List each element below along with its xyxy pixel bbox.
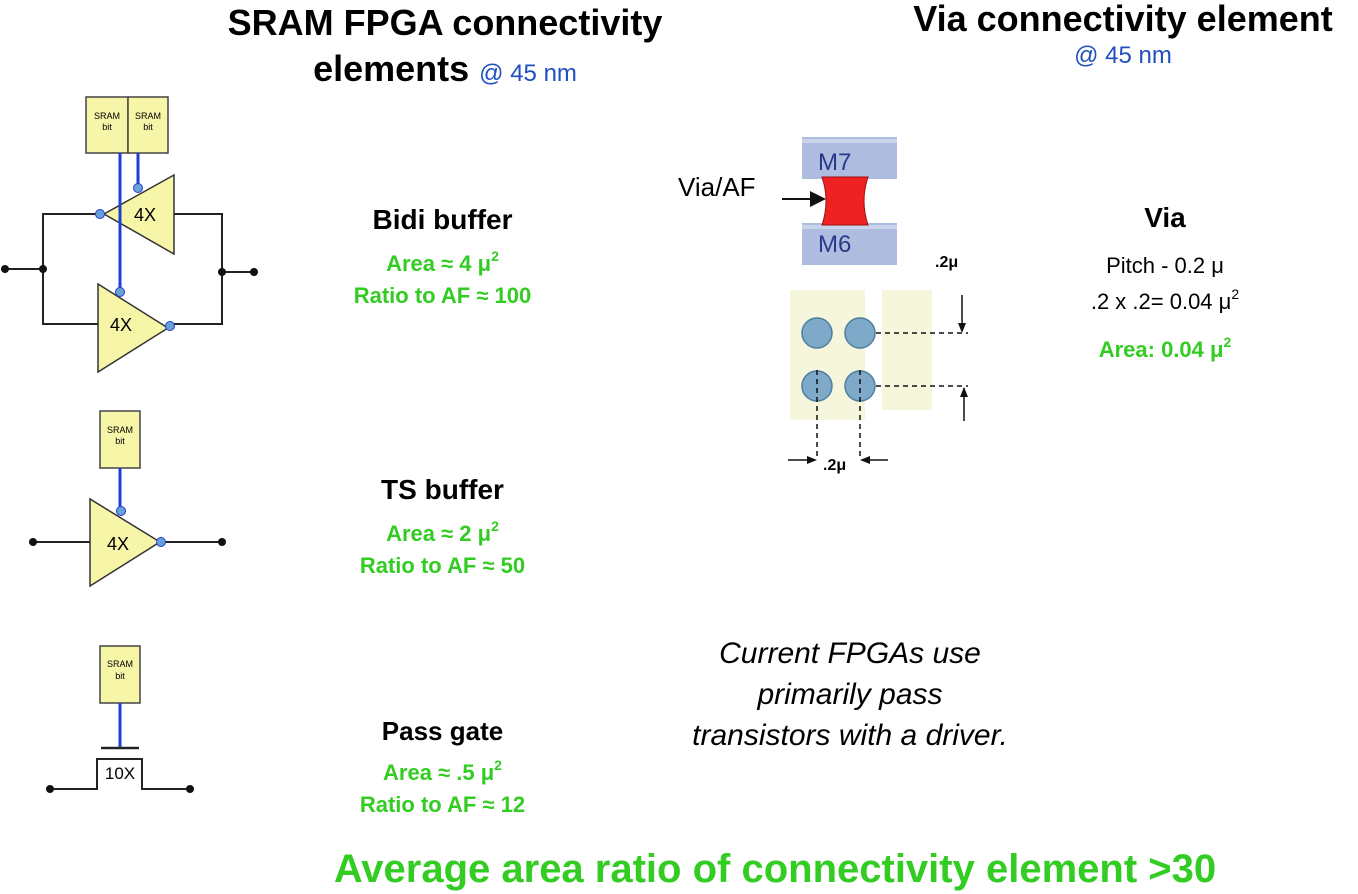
bidi-buffer-ratio: Ratio to AF ≈ 100 <box>353 283 532 308</box>
pass-gate-ratio: Ratio to AF ≈ 12 <box>359 792 526 817</box>
left-title-line2-wrap: elements @ 45 nm <box>170 46 720 97</box>
via-calc-line: .2 x .2= 0.04 μ2 <box>1040 280 1290 316</box>
ts-buffer-diagram: SRAM bit 4X <box>29 410 226 588</box>
right-title-sub: @ 45 nm <box>1074 42 1172 69</box>
via-af-label: Via/AF <box>678 172 756 202</box>
pass-gate-text: Pass gate Area ≈ .5 μ2 Ratio to AF ≈ 12 <box>300 713 585 821</box>
sram-bit-1-label: SRAM <box>94 111 120 121</box>
right-title-line1: Via connectivity element <box>913 0 1333 39</box>
metal-m7-label: M7 <box>818 149 851 176</box>
via-area: Area: 0.04 μ <box>1098 337 1224 362</box>
ts-buffer-area-line: Area ≈ 2 μ2 <box>300 510 585 550</box>
via-dim-horizontal: .2μ <box>823 457 846 474</box>
bidi-buffer-name: Bidi buffer <box>372 204 513 235</box>
via-circle-2 <box>844 317 876 349</box>
bidi-buffer-area: Area ≈ 4 μ <box>386 251 492 276</box>
left-title-line2: elements <box>313 48 470 89</box>
left-title-line1: SRAM FPGA connectivity <box>227 2 663 43</box>
right-title: Via connectivity element @ 45 nm <box>858 0 1358 70</box>
via-dim-vertical: .2μ <box>935 254 958 271</box>
via-circle-4 <box>844 370 876 402</box>
buffer-4x-upper <box>102 173 175 256</box>
via-text: Via Pitch - 0.2 μ .2 x .2= 0.04 μ2 Area:… <box>1040 198 1290 366</box>
pass-gate-area-line: Area ≈ .5 μ2 <box>300 749 585 789</box>
buffer-4x-ts <box>89 497 162 588</box>
via-diagram: M7 M6 .2μ .2μ <box>782 137 968 474</box>
via-circle-1 <box>801 317 833 349</box>
pass-gate-diagram: SRAM bit 10X <box>46 645 194 793</box>
via-circle-3 <box>801 370 833 402</box>
via-plug <box>821 176 869 226</box>
buffer-4x-lower-label: 4X <box>110 315 132 335</box>
via-area-line: Area: 0.04 μ2 <box>1040 326 1290 366</box>
bidi-buffer-diagram: SRAM bit SRAM bit 4X 4X <box>1 96 258 374</box>
sram-bit-ts-sublabel: bit <box>115 436 125 446</box>
bidi-buffer-area-line: Area ≈ 4 μ2 <box>300 240 585 280</box>
sram-bit-ts-label: SRAM <box>107 425 133 435</box>
sram-bit-2 <box>127 96 169 154</box>
via-arrow-icon <box>810 191 826 207</box>
sram-bit-2-label: SRAM <box>135 111 161 121</box>
sram-bit-2-sublabel: bit <box>143 122 153 132</box>
metal-m7 <box>802 137 897 179</box>
note-text: Current FPGAs use primarily pass transis… <box>620 633 1080 756</box>
pass-superscript: 2 <box>494 757 502 773</box>
footer-text: Average area ratio of connectivity eleme… <box>333 847 1217 891</box>
metal-m6 <box>802 223 897 265</box>
buffer-4x-ts-label: 4X <box>107 534 129 554</box>
left-title: SRAM FPGA connectivity elements @ 45 nm <box>170 0 720 97</box>
pass-gate-10x-label: 10X <box>105 764 135 783</box>
circuit-diagrams: SRAM bit SRAM bit 4X 4X SRAM bit 4X <box>1 96 258 793</box>
via-calc-superscript: 2 <box>1231 286 1240 302</box>
via-name: Via <box>1144 202 1186 233</box>
sram-bit-pass-sublabel: bit <box>115 671 125 681</box>
via-pitch: Pitch - 0.2 μ <box>1106 253 1224 278</box>
sram-bit-pass-label: SRAM <box>107 659 133 669</box>
sram-bit-pass <box>99 645 141 704</box>
note-line2: primarily pass <box>757 678 943 711</box>
metal-m6-label: M6 <box>818 231 851 258</box>
ts-buffer-area: Area ≈ 2 μ <box>386 521 492 546</box>
note-line1: Current FPGAs use <box>719 637 981 670</box>
pass-gate-area: Area ≈ .5 μ <box>383 760 495 785</box>
ts-buffer-text: TS buffer Area ≈ 2 μ2 Ratio to AF ≈ 50 <box>300 470 585 582</box>
via-calc: .2 x .2= 0.04 μ <box>1090 289 1232 314</box>
pass-gate-name: Pass gate <box>381 716 504 746</box>
buffer-4x-lower <box>97 282 170 374</box>
ts-superscript: 2 <box>491 518 499 534</box>
note-line3: transistors with a driver. <box>692 719 1008 752</box>
bidi-buffer-text: Bidi buffer Area ≈ 4 μ2 Ratio to AF ≈ 10… <box>300 200 585 312</box>
bidi-superscript: 2 <box>491 248 499 264</box>
sram-bit-1-sublabel: bit <box>102 122 112 132</box>
ts-buffer-ratio: Ratio to AF ≈ 50 <box>359 553 526 578</box>
buffer-4x-upper-label: 4X <box>134 205 156 225</box>
ts-buffer-name: TS buffer <box>381 474 504 505</box>
left-title-sub: @ 45 nm <box>479 60 577 87</box>
via-area-superscript: 2 <box>1223 334 1232 350</box>
sram-bit-ts <box>99 410 141 469</box>
